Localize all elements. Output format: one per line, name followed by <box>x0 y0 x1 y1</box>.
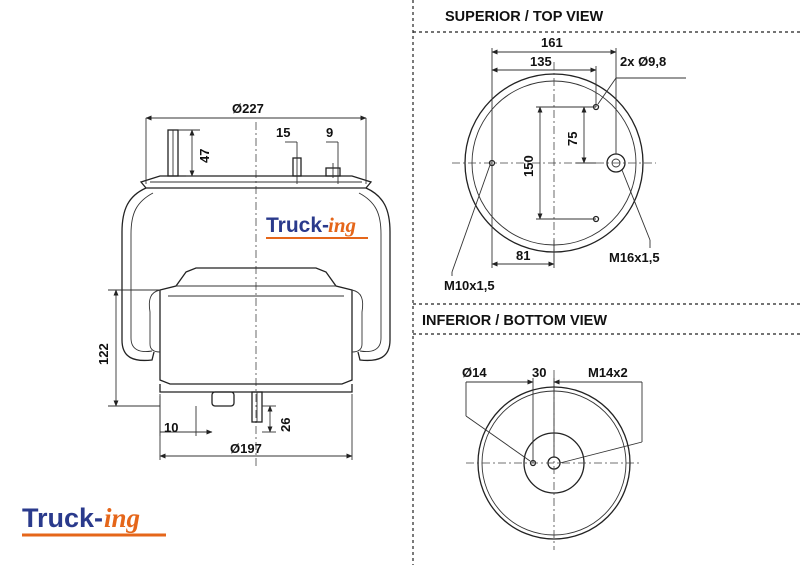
side-bottom-offset-label: 10 <box>164 420 178 435</box>
side-hole-offset-label: 15 <box>276 125 290 140</box>
top-view-heading: SUPERIOR / TOP VIEW <box>445 9 604 25</box>
top-thread-left-label: M10x1,5 <box>444 278 495 293</box>
bottom-view-heading: INFERIOR / BOTTOM VIEW <box>422 313 607 329</box>
top-thread-right-label: M16x1,5 <box>609 250 660 265</box>
side-view <box>108 115 391 468</box>
bottom-spacing-label: 30 <box>532 365 546 380</box>
top-holes-label: 2x Ø9,8 <box>620 54 666 69</box>
logo-part1: Truck- <box>22 503 103 533</box>
side-bottom-diameter-label: Ø197 <box>230 441 262 456</box>
top-vertical-150-label: 150 <box>521 155 536 177</box>
side-bottom-height-label: 26 <box>278 418 293 432</box>
top-width-inner-label: 135 <box>530 54 552 69</box>
side-top-diameter-label: Ø227 <box>232 101 264 116</box>
top-offset-81-label: 81 <box>516 248 530 263</box>
side-height-label: 122 <box>96 343 111 365</box>
bottom-view <box>465 370 643 550</box>
side-top-height-label: 47 <box>197 149 212 163</box>
bottom-thread-label: M14x2 <box>588 365 628 380</box>
view-separators <box>412 0 800 565</box>
top-width-outer-label: 161 <box>541 35 563 50</box>
watermark-part2: ing <box>328 213 356 237</box>
top-vertical-75-label: 75 <box>565 132 580 146</box>
bottom-diameter-label: Ø14 <box>462 365 487 380</box>
watermark-logo: Truck- ing <box>266 213 368 239</box>
side-pin-offset-label: 9 <box>326 125 333 140</box>
logo-part2: ing <box>104 503 140 533</box>
truck-ing-logo: Truck- ing <box>22 503 166 537</box>
watermark-part1: Truck- <box>266 214 329 237</box>
top-view <box>451 48 686 276</box>
